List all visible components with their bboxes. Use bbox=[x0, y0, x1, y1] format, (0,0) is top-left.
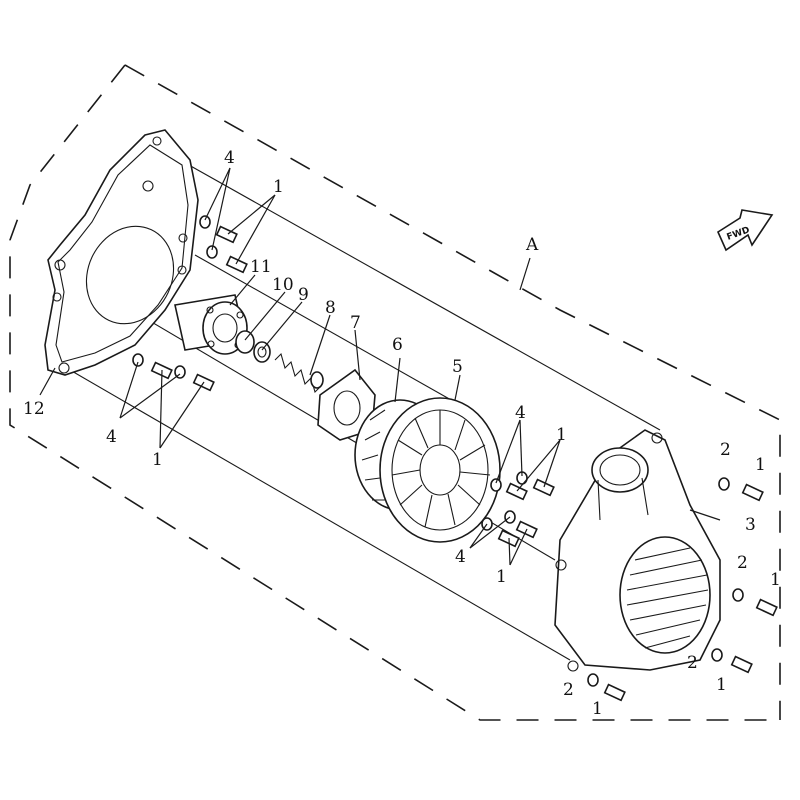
bolt bbox=[603, 683, 626, 702]
washer bbox=[490, 478, 502, 492]
callout-10: 10 bbox=[272, 275, 294, 295]
callout-1-left: 1 bbox=[152, 450, 163, 470]
callout-5: 5 bbox=[452, 357, 463, 377]
washer bbox=[199, 215, 211, 229]
bolt bbox=[532, 478, 555, 497]
callout-2-right-low: 2 bbox=[687, 653, 698, 673]
fwd-arrow-icon: FWD bbox=[716, 209, 774, 252]
callout-6: 6 bbox=[392, 335, 403, 355]
callout-7: 7 bbox=[350, 313, 361, 333]
bolt bbox=[215, 225, 238, 244]
callout-4-left: 4 bbox=[106, 427, 117, 447]
washer bbox=[174, 365, 186, 379]
callout-1-mid-upper: 1 bbox=[556, 425, 567, 445]
callout-1-mid-lower: 1 bbox=[496, 567, 507, 587]
callout-2-right-mid: 2 bbox=[737, 553, 748, 573]
callout-1-bottom: 1 bbox=[592, 699, 603, 719]
callout-2-bottom: 2 bbox=[563, 680, 574, 700]
bolt bbox=[225, 255, 248, 274]
callout-8: 8 bbox=[325, 298, 336, 318]
fasteners bbox=[132, 215, 778, 702]
callout-2-right-top: 2 bbox=[720, 440, 731, 460]
washer-10 bbox=[235, 330, 255, 354]
washer-9 bbox=[253, 341, 271, 363]
leader-lines bbox=[39, 167, 721, 566]
bolt bbox=[755, 598, 778, 617]
callout-4-mid-lower: 4 bbox=[455, 547, 466, 567]
cooling-fan bbox=[354, 397, 501, 543]
assembly-boundary bbox=[9, 64, 781, 721]
callout-A: A bbox=[525, 235, 539, 255]
callout-1-right-low: 1 bbox=[716, 675, 727, 695]
spring bbox=[274, 352, 324, 394]
callout-1-right-mid: 1 bbox=[770, 570, 781, 590]
callout-4-top: 4 bbox=[224, 148, 235, 168]
callout-1-top: 1 bbox=[273, 177, 284, 197]
washer bbox=[711, 648, 723, 662]
callout-9: 9 bbox=[298, 285, 309, 305]
bolt bbox=[741, 483, 764, 502]
gasket-plate bbox=[44, 129, 199, 376]
callout-4-mid-upper: 4 bbox=[515, 403, 526, 423]
callout-labels: 4 1 11 10 9 8 7 6 5 A 4 1 4 1 4 1 12 2 1… bbox=[23, 148, 781, 719]
hub-shaft bbox=[174, 294, 248, 355]
callout-12: 12 bbox=[23, 399, 45, 419]
washer bbox=[587, 673, 599, 687]
callout-1-right-top: 1 bbox=[755, 455, 766, 475]
callout-3: 3 bbox=[745, 515, 756, 535]
bolt bbox=[730, 655, 753, 674]
washer bbox=[132, 353, 144, 367]
washer bbox=[732, 588, 744, 602]
washer bbox=[206, 245, 218, 259]
bolt bbox=[505, 482, 528, 501]
washer bbox=[718, 477, 730, 491]
callout-11: 11 bbox=[250, 257, 272, 277]
fan-cover bbox=[554, 429, 721, 672]
